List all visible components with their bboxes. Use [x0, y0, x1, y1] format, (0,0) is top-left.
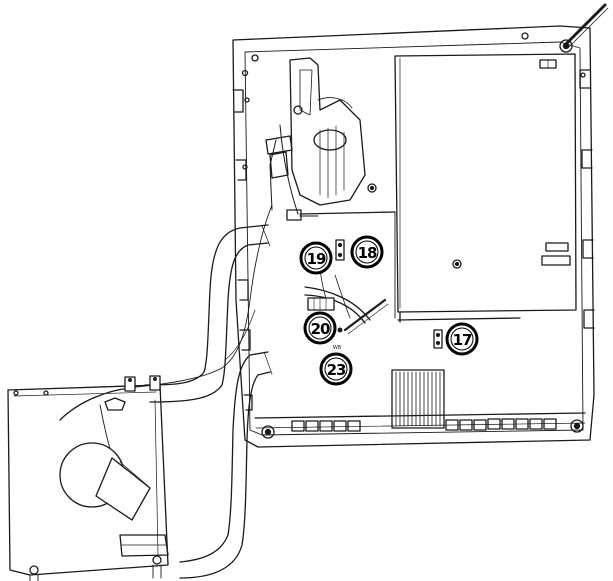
main-chassis-panel	[232, 25, 595, 448]
callout-18-label: 18	[358, 244, 377, 262]
callout-17-label: 17	[453, 331, 472, 349]
speaker	[59, 442, 151, 521]
bottom-terminal-strip	[254, 412, 586, 439]
callout-23: 23	[319, 352, 353, 386]
callout-18: 18	[350, 235, 384, 269]
connector-17	[433, 329, 443, 349]
small-marking-text: WB	[333, 345, 342, 351]
upper-right-circuit-board	[394, 53, 577, 313]
callout-17: 17	[445, 322, 479, 356]
heatsink-grille	[391, 369, 445, 429]
flex-ribbon-duct	[124, 204, 273, 579]
center-subpanel	[299, 211, 396, 319]
cable-bundle-20	[304, 269, 389, 335]
lower-right-circuit-board	[397, 311, 521, 323]
blower-fan-assembly	[289, 57, 377, 206]
callout-19: 19	[299, 241, 333, 275]
callout-20: 20	[303, 311, 337, 345]
connector-18	[335, 239, 345, 261]
antenna-rod	[559, 3, 609, 53]
lower-bracket	[119, 534, 169, 557]
callout-20-label: 20	[311, 320, 330, 338]
lower-left-wire	[59, 375, 161, 476]
callout-19-label: 19	[307, 250, 326, 268]
callout-23-label: 23	[327, 361, 346, 379]
wire-harness	[265, 124, 319, 221]
